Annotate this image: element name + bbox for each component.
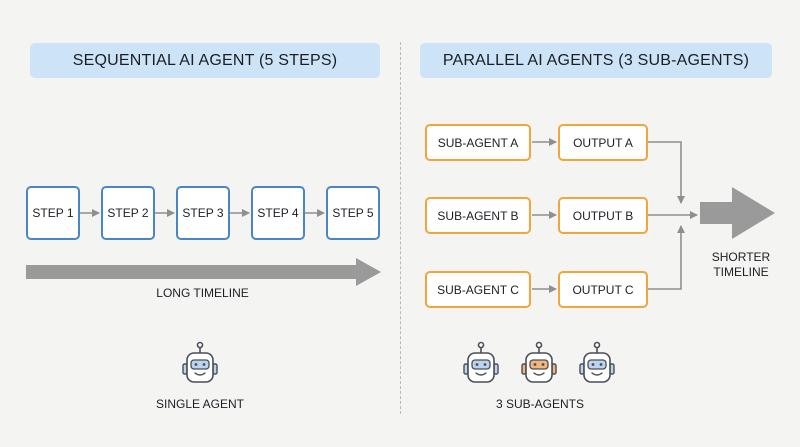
sub-agent-box: SUB-AGENT A: [425, 124, 531, 161]
sub-agent-box: SUB-AGENT C: [425, 271, 531, 308]
output-box: OUTPUT C: [558, 271, 648, 308]
output-box: OUTPUT A: [558, 124, 648, 161]
robot-icon: [579, 341, 615, 383]
step-box: STEP 3: [176, 186, 230, 240]
step-box: STEP 1: [26, 186, 80, 240]
output-box: OUTPUT B: [558, 197, 648, 234]
merge-connector: [648, 141, 685, 204]
sub-agent-box: SUB-AGENT B: [425, 197, 531, 234]
step-box: STEP 2: [101, 186, 155, 240]
sequential-title: SEQUENTIAL AI AGENT (5 STEPS): [72, 51, 338, 69]
sub-agents-label: 3 SUB-AGENTS: [495, 397, 585, 411]
step-box: STEP 5: [326, 186, 380, 240]
sequential-title-banner: SEQUENTIAL AI AGENT (5 STEPS): [30, 43, 380, 78]
long-timeline-label: LONG TIMELINE: [156, 286, 249, 300]
long-timeline-arrow: [26, 258, 381, 286]
shorter-timeline-arrow: [700, 187, 775, 239]
section-divider: [400, 42, 401, 414]
step-box: STEP 4: [251, 186, 305, 240]
single-agent-label: SINGLE AGENT: [155, 397, 245, 411]
shorter-timeline-label: SHORTER TIMELINE: [711, 250, 771, 279]
robot-icon: [521, 341, 557, 383]
robot-icon: [182, 341, 218, 383]
merge-connector: [648, 225, 685, 290]
robot-icon: [463, 341, 499, 383]
parallel-title-banner: PARALLEL AI AGENTS (3 SUB-AGENTS): [420, 43, 772, 78]
parallel-title: PARALLEL AI AGENTS (3 SUB-AGENTS): [442, 51, 750, 69]
